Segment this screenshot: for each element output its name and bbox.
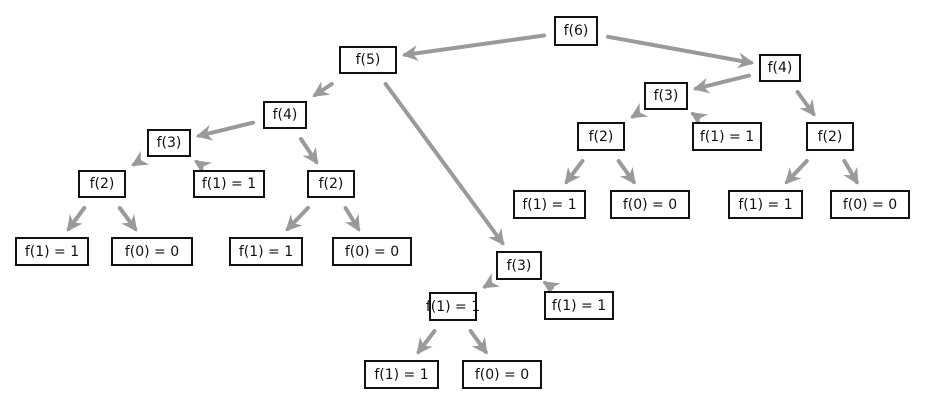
node-f2-leftmost: f(2)	[78, 170, 126, 198]
node-f3-middle: f(3)	[496, 251, 542, 280]
node-f1-leaf: f(1) = 1	[544, 291, 614, 320]
node-f1-leaf: f(1) = 1	[728, 190, 803, 219]
node-f4-left: f(4)	[263, 101, 307, 129]
arrow-n15-to-n18	[616, 159, 636, 185]
node-f2-left-inner: f(2)	[307, 170, 355, 198]
arrow-n20-to-n24	[468, 329, 488, 355]
arrow-n14-to-n25	[542, 281, 561, 297]
node-f0-leaf: f(0) = 0	[610, 190, 690, 219]
arrow-n15-to-n17	[564, 159, 585, 185]
node-f1-leaf: f(1) = 1	[513, 190, 586, 219]
node-f6: f(6)	[554, 16, 598, 46]
node-f1-leaf: f(1) = 1	[193, 170, 265, 198]
node-f3-right: f(3)	[644, 82, 688, 110]
arrow-n4-to-n9	[299, 137, 319, 165]
node-f1-leaf: f(1) = 1	[692, 122, 762, 151]
arrow-n19-to-n21	[784, 159, 809, 185]
node-f0-leaf: f(0) = 0	[830, 190, 910, 219]
node-f1-leaf: f(1) = 1	[15, 237, 89, 266]
arrow-n3-to-n19	[795, 90, 816, 117]
arrow-n7-to-n11	[117, 206, 138, 232]
node-f1-leaf: f(1) = 1	[364, 360, 439, 389]
arrow-n3-to-n6	[692, 73, 751, 94]
arrow-n9-to-n13	[343, 206, 361, 232]
node-f2-rightmost: f(2)	[806, 122, 854, 151]
node-f0-leaf: f(0) = 0	[332, 237, 412, 266]
node-f2-middle: f(1) = 1	[426, 292, 480, 321]
arrow-n5-to-n8	[194, 160, 212, 176]
arrow-n9-to-n12	[285, 206, 310, 232]
arrow-n7-to-n10	[66, 206, 87, 232]
node-f1-leaf: f(1) = 1	[229, 237, 303, 266]
node-f0-leaf: f(0) = 0	[462, 360, 542, 389]
arrow-n20-to-n23	[416, 329, 437, 355]
arrow-n4-to-n5	[195, 120, 255, 141]
arrow-n6-to-n16	[690, 112, 709, 128]
node-f4-right: f(4)	[759, 54, 801, 82]
arrow-n1-to-n2	[401, 33, 546, 61]
arrow-n2-to-n4	[312, 81, 334, 98]
arrow-n1-to-n3	[606, 34, 755, 69]
arrow-n5-to-n7	[131, 150, 150, 167]
arrow-n14-to-n20	[482, 273, 501, 289]
node-f2-right-inner: f(2)	[577, 122, 625, 151]
node-f0-leaf: f(0) = 0	[111, 237, 193, 266]
arrow-n19-to-n22	[842, 159, 859, 185]
node-f3-left: f(3)	[147, 129, 191, 157]
arrow-n6-to-n15	[630, 103, 649, 119]
arrow-n2-to-n14	[383, 82, 505, 246]
node-f5: f(5)	[339, 46, 397, 74]
